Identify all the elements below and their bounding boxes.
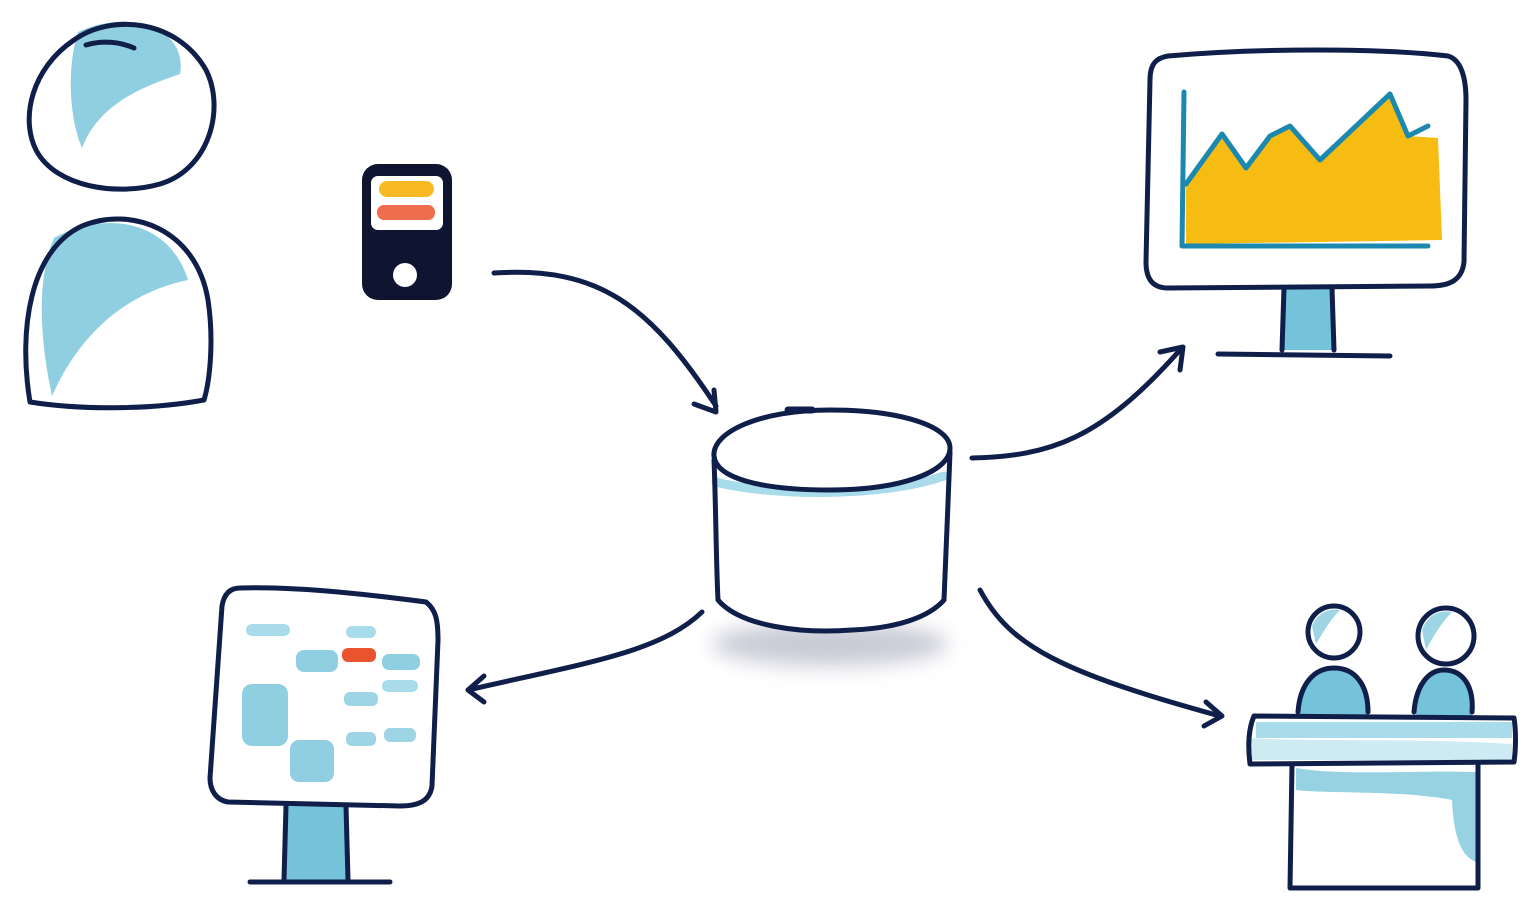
arrow-database-to-monitor [969,344,1186,461]
board-icon [207,585,441,885]
phone-icon [362,164,452,300]
database-icon [711,406,953,666]
arrow-database-to-team [977,587,1225,729]
arrow-database-to-board [465,609,705,705]
people-at-desk-icon [1246,603,1518,891]
monitor-chart-icon [1143,47,1469,359]
arrow-phone-to-database [491,269,719,415]
person-icon [23,17,217,411]
